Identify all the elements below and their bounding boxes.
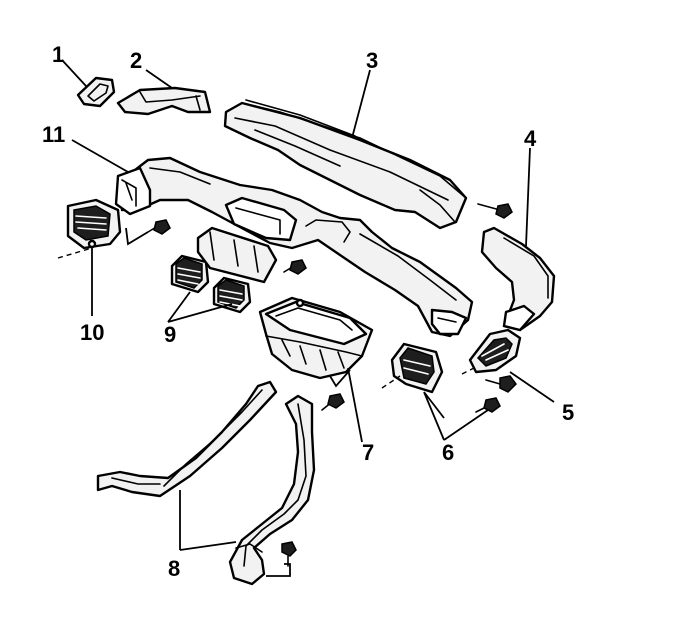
callout-2: 2 (130, 48, 142, 73)
part-5-right-vent-outlet (468, 328, 522, 374)
screw-fasteners (147, 203, 517, 567)
callout-labels: 1 2 3 4 5 6 7 8 9 10 11 (42, 42, 574, 581)
callout-5: 5 (562, 400, 574, 425)
part-7-floor-distributor (258, 296, 374, 380)
part-6-right-grille (390, 342, 444, 394)
callout-8: 8 (168, 556, 180, 581)
part-8-rear-floor-ducts (96, 380, 316, 586)
screw-icon (475, 397, 501, 413)
part-9-vent-grilles (170, 254, 252, 314)
screw-icon (321, 393, 345, 411)
part-2-short-duct (116, 86, 212, 116)
screw-icon (477, 203, 513, 219)
screw-icon (147, 219, 171, 235)
callout-4: 4 (524, 126, 537, 151)
callout-7: 7 (362, 440, 374, 465)
callout-11: 11 (42, 122, 65, 147)
part-1-vent-outlet (76, 76, 116, 108)
callout-3: 3 (366, 48, 378, 73)
part-11-main-panel-duct (114, 156, 474, 338)
screw-icon (283, 259, 307, 275)
leader-lines (57, 59, 555, 577)
callout-6: 6 (442, 440, 454, 465)
part-4-right-side-duct (480, 226, 556, 332)
screw-icon (281, 541, 297, 567)
center-vent-bezel (196, 226, 278, 284)
screw-icon (485, 375, 517, 393)
callout-9: 9 (164, 322, 176, 347)
part-10-side-vent-outlet (66, 198, 122, 250)
part-3-defroster-duct (223, 99, 468, 230)
callout-1: 1 (52, 42, 64, 67)
callout-10: 10 (80, 320, 104, 345)
